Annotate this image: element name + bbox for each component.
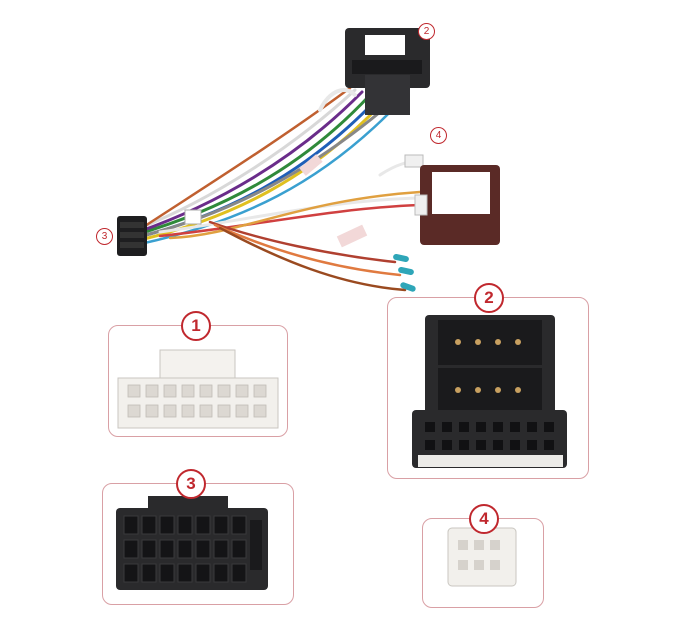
panel-3-badge: 3 <box>176 469 206 499</box>
panel-4-badge: 4 <box>469 504 499 534</box>
white-connector-closeup <box>117 349 279 429</box>
canbus-box <box>414 165 500 245</box>
left-black-connector <box>117 209 202 256</box>
small-white-connector-closeup <box>447 527 517 587</box>
harness-label-3: 3 <box>96 228 113 245</box>
panel-1-badge: 1 <box>181 311 211 341</box>
black-16-pin-connector-closeup <box>116 496 268 590</box>
harness-label-2: 2 <box>418 23 435 40</box>
panel-2-badge: 2 <box>474 283 504 313</box>
wire-bundle <box>133 86 422 292</box>
wire-tips <box>299 154 416 292</box>
small-white-plug <box>404 154 424 168</box>
top-black-connector <box>345 28 430 115</box>
harness-label-4: 4 <box>430 127 447 144</box>
black-iso-connector-closeup <box>412 315 567 468</box>
